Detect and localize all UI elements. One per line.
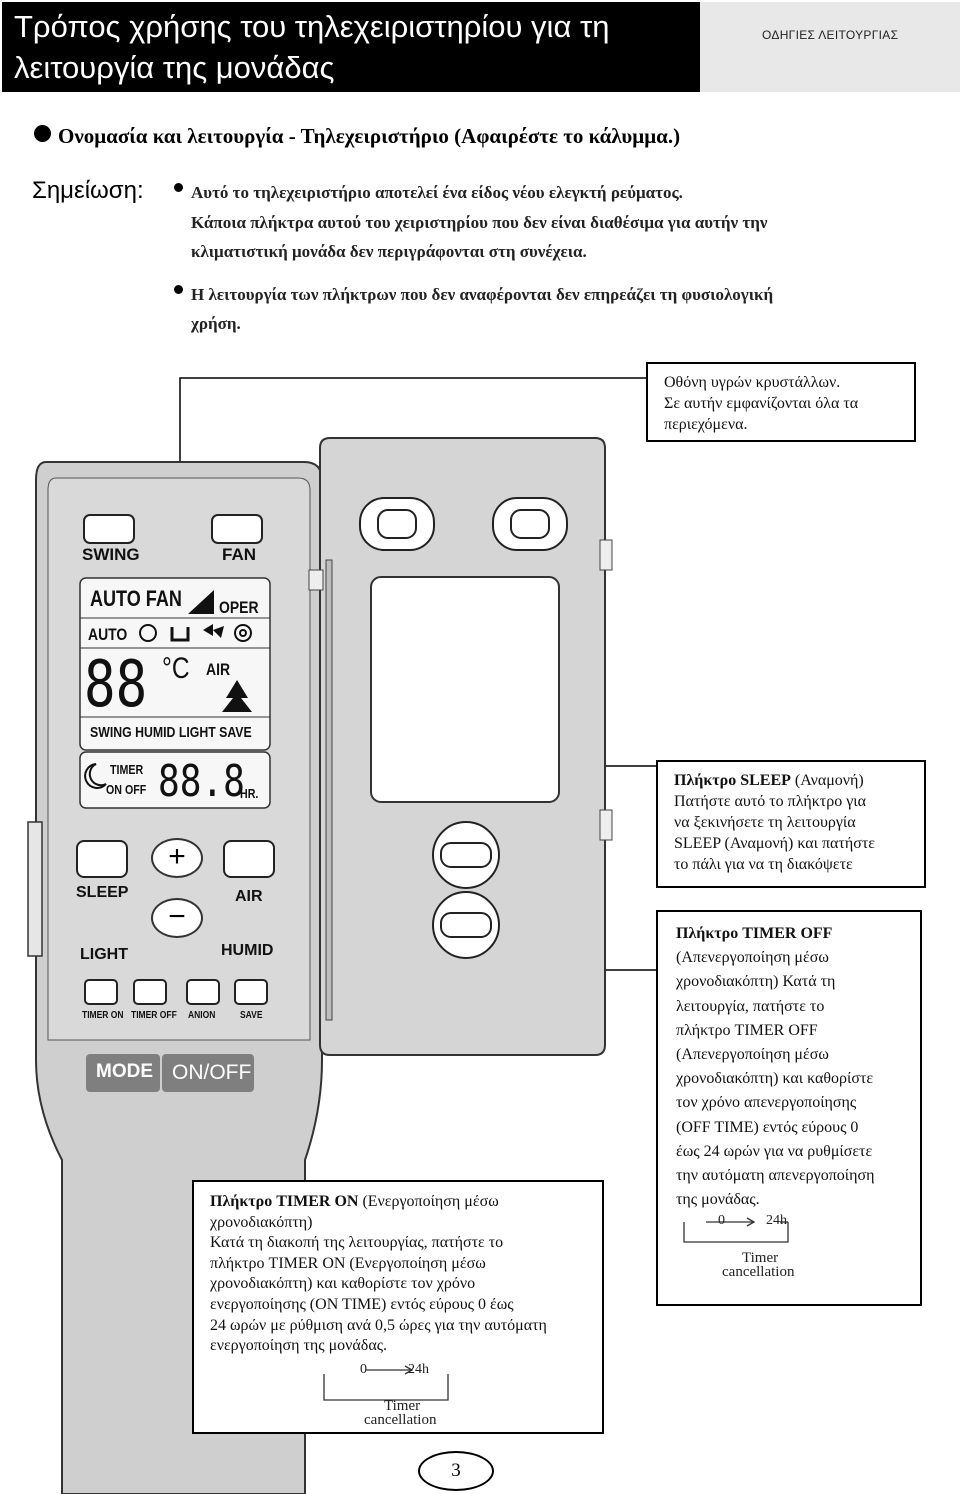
lcd-callout: Οθόνη υγρών κρυστάλλων. Σε αυτήν εμφανίζ… [646, 362, 916, 442]
sleep-callout: Πλήκτρο SLEEP (Αναμονή) Πατήστε αυτό το … [656, 760, 926, 888]
callout-line: (Απενεργοποίηση μέσω [676, 949, 829, 967]
onoff-button[interactable]: ON/OFF [162, 1054, 254, 1092]
callout-line: Πατήστε αυτό το πλήκτρο για [674, 793, 866, 810]
anion-label: ANION [188, 1010, 216, 1021]
lcd-time: 88.8 [158, 756, 245, 807]
timer-off-diagram [683, 1217, 789, 1243]
callout-line: χρονοδιακόπτη) και καθορίστε τον χρόνο [210, 1275, 476, 1293]
page-number: 3 [418, 1451, 494, 1491]
diagram-end: 24h [408, 1362, 429, 1377]
callout-line: να ξεκινήσετε τη λειτουργία [674, 814, 856, 831]
page-title: Τρόπος χρήσης του τηλεχειριστηρίου για τ… [2, 2, 700, 92]
mode-button[interactable]: MODE [86, 1054, 160, 1092]
air-button[interactable] [223, 840, 275, 878]
diagram-end: 24h [766, 1213, 787, 1228]
callout-line: (OFF TIME) εντός εύρους 0 [676, 1118, 859, 1136]
callout-line: πλήκτρο TIMER ON (Ενεργοποίηση μέσω [210, 1254, 486, 1272]
callout-line: SLEEP (Αναμονή) και πατήστε [674, 835, 875, 852]
timer-off-label: TIMER OFF [131, 1010, 177, 1021]
lcd-hr: HR. [240, 786, 259, 801]
sleep-label: SLEEP [76, 884, 129, 901]
callout-line: ενεργοποίησης (ON TIME) εντός εύρους 0 έ… [210, 1295, 514, 1313]
diagram-label: cancellation [722, 1264, 795, 1280]
callout-line: 24 ωρών με ρύθμιση ανά 0,5 ώρες για την … [210, 1316, 547, 1334]
lcd-auto-fan: AUTO FAN [90, 586, 182, 611]
note-line: κλιματιστική μονάδα δεν περιγράφονται στ… [191, 242, 587, 261]
callout-line: χρονοδιακόπτη) [210, 1213, 313, 1231]
air-label: AIR [235, 888, 263, 905]
swing-button[interactable] [83, 514, 135, 544]
diagram-label: Timer [384, 1398, 421, 1414]
callout-line: ενεργοποίηση της μονάδας. [210, 1337, 388, 1355]
diagram-label: Timer [742, 1250, 779, 1266]
anion-button[interactable] [186, 979, 220, 1005]
bullet-icon [34, 125, 51, 142]
callout-line: Σε αυτήν εμφανίζονται όλα τα [664, 395, 859, 412]
plus-button[interactable]: + [151, 838, 203, 878]
note-line: Αυτό το τηλεχειριστήριο αποτελεί ένα είδ… [191, 183, 683, 202]
callout-title: Πλήκτρο TIMER OFF [676, 925, 833, 942]
callout-line: λειτουργία, πατήστε το [676, 997, 825, 1015]
callout-line: περιεχόμενα. [664, 416, 748, 433]
save-button[interactable] [234, 979, 268, 1005]
lcd-timer: TIMER [110, 762, 144, 777]
callout-line: έως 24 ωρών για να ρυθμίσετε [676, 1142, 873, 1160]
lcd-function-row: SWING HUMID LIGHT SAVE [90, 724, 252, 741]
callout-line: της μονάδας. [676, 1191, 760, 1209]
callout-line: Κατά τη διακοπή της λειτουργίας, πατήστε… [210, 1234, 504, 1252]
lcd-air: AIR [206, 660, 231, 679]
lcd-oper: OPER [219, 598, 259, 617]
lcd-temperature: 88 [84, 648, 148, 722]
save-label: SAVE [240, 1010, 263, 1021]
timer-off-callout: Πλήκτρο TIMER OFF (Απενεργοποίηση μέσω χ… [656, 910, 922, 1306]
onoff-label: ON/OFF [172, 1061, 252, 1084]
callout-line: πλήκτρο TIMER OFF [676, 1021, 818, 1039]
mode-label: MODE [96, 1061, 153, 1082]
light-label: LIGHT [80, 946, 128, 963]
timer-on-button[interactable] [84, 979, 118, 1005]
fan-button[interactable] [211, 514, 263, 544]
callout-title: Πλήκτρο TIMER ON (Ενεργοποίηση μέσω [210, 1193, 499, 1210]
fan-label: FAN [222, 545, 256, 564]
section-heading: Ονομασία και λειτουργία - Τηλεχειριστήρι… [58, 124, 681, 148]
callout-title: Πλήκτρο SLEEP (Αναμονή) [674, 772, 864, 789]
bullet-icon [174, 285, 183, 294]
callout-line: χρονοδιακόπτη) Κατά τη [676, 973, 836, 991]
note-line: Η λειτουργία των πλήκτρων που δεν αναφέρ… [191, 285, 774, 304]
callout-line: τον χρόνο απενεργοποίησης [676, 1094, 857, 1112]
callout-line: χρονοδιακόπτη) και καθορίστε [676, 1070, 874, 1088]
diagram-start: 0 [360, 1362, 367, 1377]
timer-on-diagram [323, 1365, 449, 1401]
note-label: Σημείωση: [32, 177, 144, 204]
timer-off-button[interactable] [133, 979, 167, 1005]
lcd-auto: AUTO [88, 625, 128, 644]
diagram-start: 0 [718, 1213, 725, 1228]
diagram-label: cancellation [364, 1412, 437, 1428]
callout-line: το πάλι για να τη διακόψετε [674, 856, 853, 873]
note-line: Κάποια πλήκτρα αυτού του χειριστηρίου πο… [191, 213, 768, 232]
timer-on-label: TIMER ON [82, 1010, 124, 1021]
timer-on-callout: Πλήκτρο TIMER ON (Ενεργοποίηση μέσω χρον… [192, 1180, 604, 1434]
callout-line: (Απενεργοποίηση μέσω [676, 1046, 829, 1064]
swing-label: SWING [82, 545, 140, 564]
note-line: χρήση. [191, 314, 241, 333]
callout-line: την αυτόματη απενεργοποίηση [676, 1167, 875, 1185]
section-label: ΟΔΗΓΙΕΣ ΛΕΙΤΟΥΡΓΙΑΣ [700, 2, 960, 92]
minus-button[interactable]: − [151, 898, 203, 938]
lcd-degree: °C [162, 652, 190, 685]
callout-line: Οθόνη υγρών κρυστάλλων. [664, 374, 841, 391]
sleep-button[interactable] [76, 840, 128, 878]
lcd-on-off: ON OFF [106, 782, 147, 797]
page-header: Τρόπος χρήσης του τηλεχειριστηρίου για τ… [0, 0, 960, 92]
humid-label: HUMID [221, 942, 274, 959]
bullet-icon [174, 183, 183, 192]
